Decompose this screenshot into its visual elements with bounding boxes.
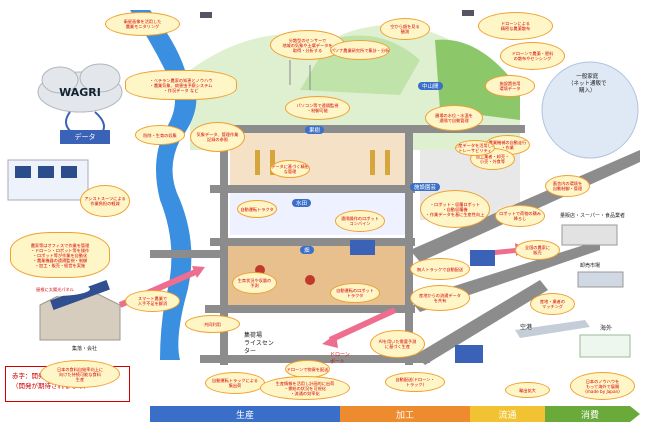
note-remote-monitor: パソコン等で遠隔監視 ・制御可能 [285,96,350,120]
note-yield-forecast: 生育状況や収量の 予測 [232,272,277,294]
note-share-distribution: 産地からの流通データ を共有 [410,285,470,311]
place-home: 一般家庭 （ネット通販で 購入） [568,74,607,94]
note-robot-tractor: 自動運転のロボット トラクタ [330,283,380,303]
place-collection: 集荷場 ライスセン ター [244,332,274,355]
note-weather-records: 気象データ、管理作業 記録の参照 [190,122,245,152]
note-satellite-monitoring: 衛星画像を活用した 農業モニタリング [105,12,180,36]
place-horticulture: 施設園芸 [410,183,441,191]
note-export: 輸出拡大 [505,382,550,398]
place-market: 卸売市場 [580,263,601,269]
place-field: 畑 [300,246,314,254]
note-sky-observation: 空から畑を見る 観測 [380,18,430,40]
note-robot-combine: 遠隔操作のロボット コンバイン [335,210,385,232]
legend-line-2: （開発が期待されるもの） [12,382,90,390]
note-know-how: ・ベテラン農家の知恵とノウハウ ・農業気象、病害虫予察システム ・作況データ な… [125,70,237,100]
note-ai-demand: AIを用いた需要予測 に基づく生産 [370,330,425,358]
note-pest-collection: 防除・生育の収集 [135,125,185,145]
place-orchard: 果樹 [305,126,325,134]
note-analysis: パソナ農業研究所で集計・分析 [330,40,390,60]
place-hilly: 中山間 [418,82,443,90]
note-nationwide-sales: 全国の農家に 販売 [515,240,560,260]
note-shared-use: 共同利用 [185,315,240,333]
stage-consumption: 消費 [580,410,599,421]
note-harvest-robot: ・ロボット・収穫ロボット ・自動収穫機 ・作業データを基に生産性向上 [420,190,490,228]
legend-line-1: 赤字：開発中 [12,372,51,380]
place-supermarket: 量販店・スーパー・食品業者 [560,213,625,219]
data-label: データ [60,130,110,144]
note-labor-shortage: スマート農業で 人手不足を解消 [125,290,180,312]
note-matching: 産地・業者の マッチング [530,293,575,315]
stage-production: 生産 [235,410,254,421]
note-auto-tractor: 自動運転トラクタ [237,200,277,218]
stage-processing: 加工 [395,410,414,421]
note-auto-delivery: 自動配送(ドローン・ トラック) [385,372,445,392]
note-unmanned-truck: 無人トラックで自動配送 [410,258,470,280]
place-airport: 空港 [520,324,533,331]
note-precise-management: データに基づく精密 な管理 [270,160,310,178]
note-water-level: 圃場の水位・水温を 遠隔で自動管理 [425,105,483,131]
note-planned-shipping: 生産情報を活用し計画的に出荷 ・需給の状況を可視化 ・流通の効率化 [260,376,350,400]
note-drone-fertilizer: ドローンで農薬・肥料 の散布やセンシング [500,42,565,70]
note-japan-know-how-overseas: 日本のノウハウを もって海外で展開 (made by Japan) [570,372,635,400]
note-horticulture-data: 施設園芸用 環境データ [485,75,535,97]
place-overseas: 海外 [600,325,613,332]
note-auto-truck-shipping: 自動運転トラックによる 集出荷 [205,372,265,394]
stage-distribution: 流通 [498,410,517,421]
note-solar-panel: 屋根に太陽光パネル [20,282,90,296]
place-paddy: 水田 [292,199,312,207]
wagri-platform-label: WAGRI [59,85,101,99]
note-office-management: 農家等はオフィスで作業を管理 ・ドローン・ロボット等を操作 ・ロボット等が作業を… [10,232,110,278]
note-drone-spraying: ドローンによる 精密な農薬散布 [478,12,553,40]
note-loading-robot: ロボットで荷物の積み 降ろし [495,205,545,227]
note-assist-suit: アシストスーツによる 作業負担の軽減 [80,185,130,217]
place-drone-port: ドローン ポート [330,352,350,365]
note-traceability: 生産データを活用した トレーサビリティ [455,140,495,156]
note-food-self-sufficiency: 日本の食料自給率向上に 向けた持続可能な食料 生産 [40,360,120,388]
place-village: 集落・会社 [72,346,98,352]
note-livestock-env: 畜舎内の環境を 自動制御・管理 [545,175,590,197]
